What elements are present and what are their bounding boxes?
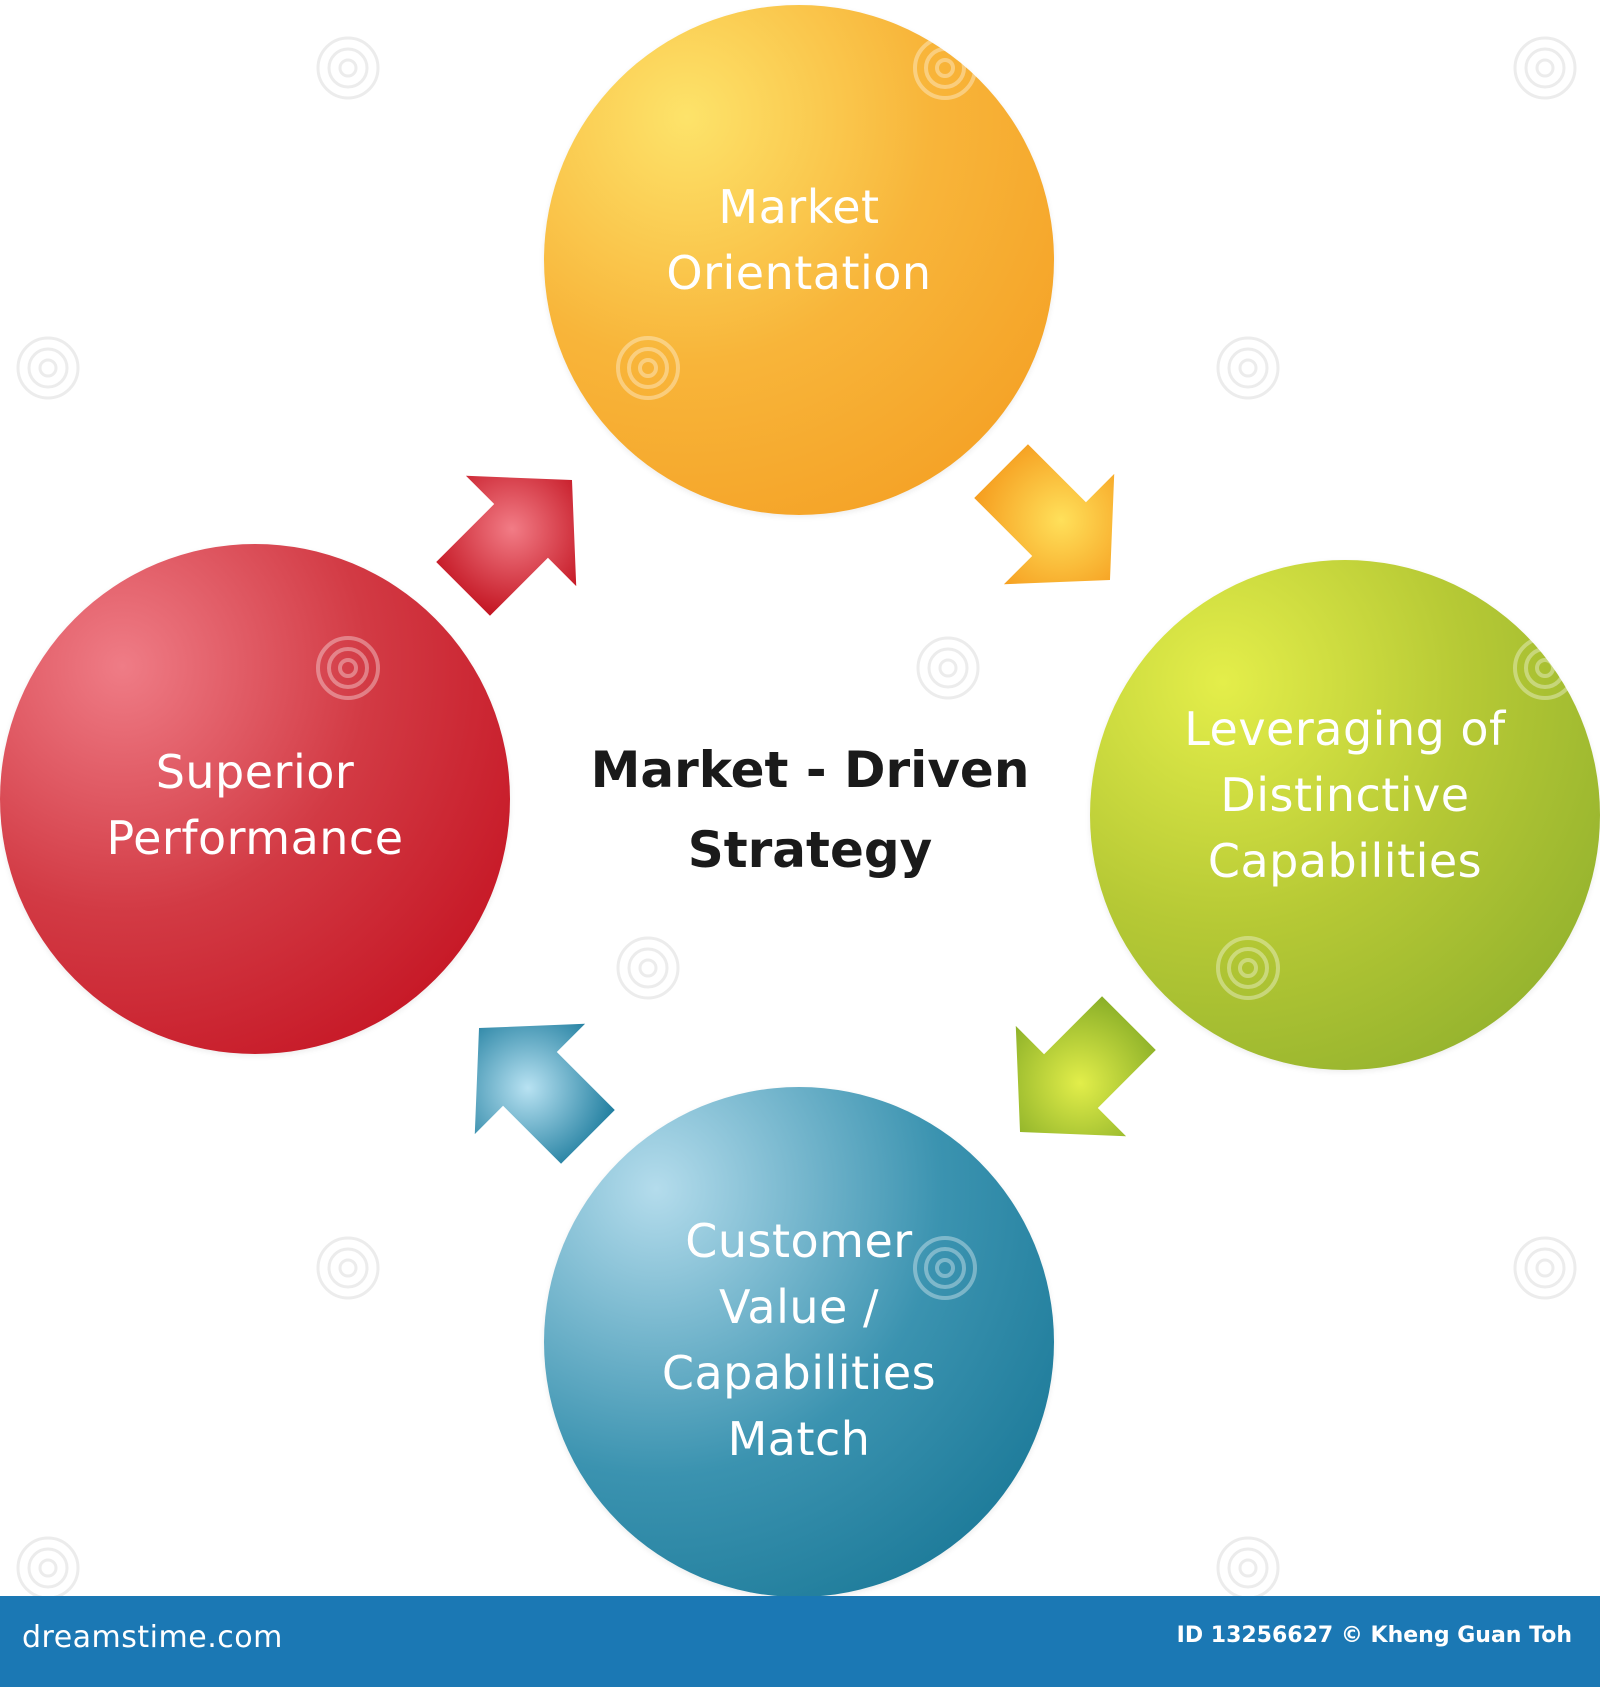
arrow-red [436, 475, 577, 616]
node-label-customer-value: Customer Value / Capabilities Match [661, 1214, 937, 1466]
footer-credit: ID 13256627 © Kheng Guan Toh [1176, 1623, 1572, 1648]
diagram: Market Orientation Leveraging of Distinc… [0, 5, 1600, 1597]
footer-site-name: dreamstime.com [22, 1620, 283, 1655]
node-customer-value [544, 1087, 1054, 1597]
node-leveraging [1090, 560, 1600, 1070]
arrows-layer [436, 444, 1156, 1164]
arrow-orange [974, 444, 1115, 585]
arrow-green [1015, 996, 1156, 1137]
node-market-orientation [544, 5, 1054, 515]
footer-bar: dreamstime.com ID 13256627 © Kheng Guan … [0, 1596, 1600, 1687]
center-title: Market - Driven Strategy [590, 741, 1030, 879]
node-label-superior-performance: Superior Performance [106, 745, 404, 865]
node-superior-performance [0, 544, 510, 1054]
arrow-blue [474, 1023, 615, 1164]
node-label-leveraging: Leveraging of Distinctive Capabilities [1184, 702, 1506, 888]
node-label-market-orientation: Market Orientation [666, 180, 932, 300]
